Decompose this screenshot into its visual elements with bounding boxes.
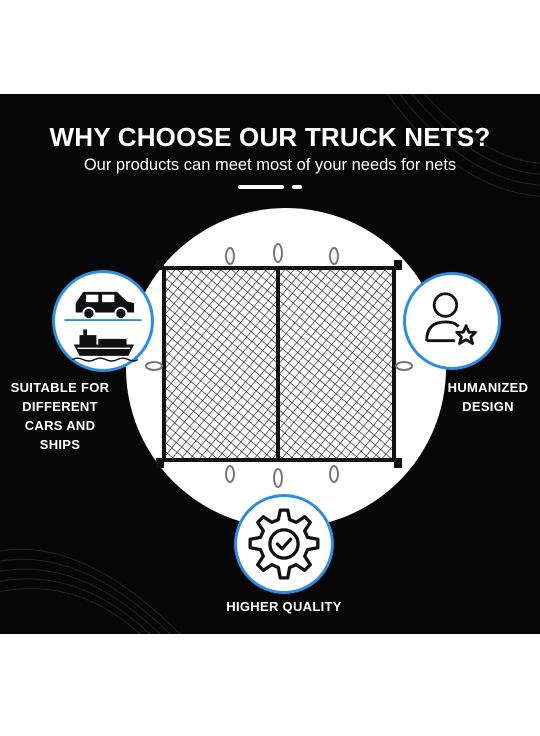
background-stripes [0, 94, 540, 634]
user-star-icon [425, 292, 477, 345]
page-subtitle: Our products can meet most of your needs… [83, 156, 457, 174]
car-icon [75, 291, 135, 321]
divider-short [292, 185, 302, 189]
cars-ships-label: SUITABLE FOR DIFFERENT CARS AND SHIPS [10, 380, 110, 452]
cargo-net-image [145, 243, 413, 488]
humanized-design-badge [403, 272, 501, 370]
divider-long [238, 185, 284, 189]
cars-ships-badge [52, 270, 154, 372]
higher-quality-badge [234, 494, 334, 594]
ship-icon [71, 329, 139, 362]
promo-panel: WHY CHOOSE OUR TRUCK NETS? Our products … [0, 94, 540, 634]
higher-quality-label: HIGHER QUALITY [226, 599, 342, 614]
humanized-design-label: HUMANIZED DESIGN [447, 380, 529, 414]
page-title: WHY CHOOSE OUR TRUCK NETS? [49, 122, 491, 152]
gear-check-icon [248, 508, 320, 580]
